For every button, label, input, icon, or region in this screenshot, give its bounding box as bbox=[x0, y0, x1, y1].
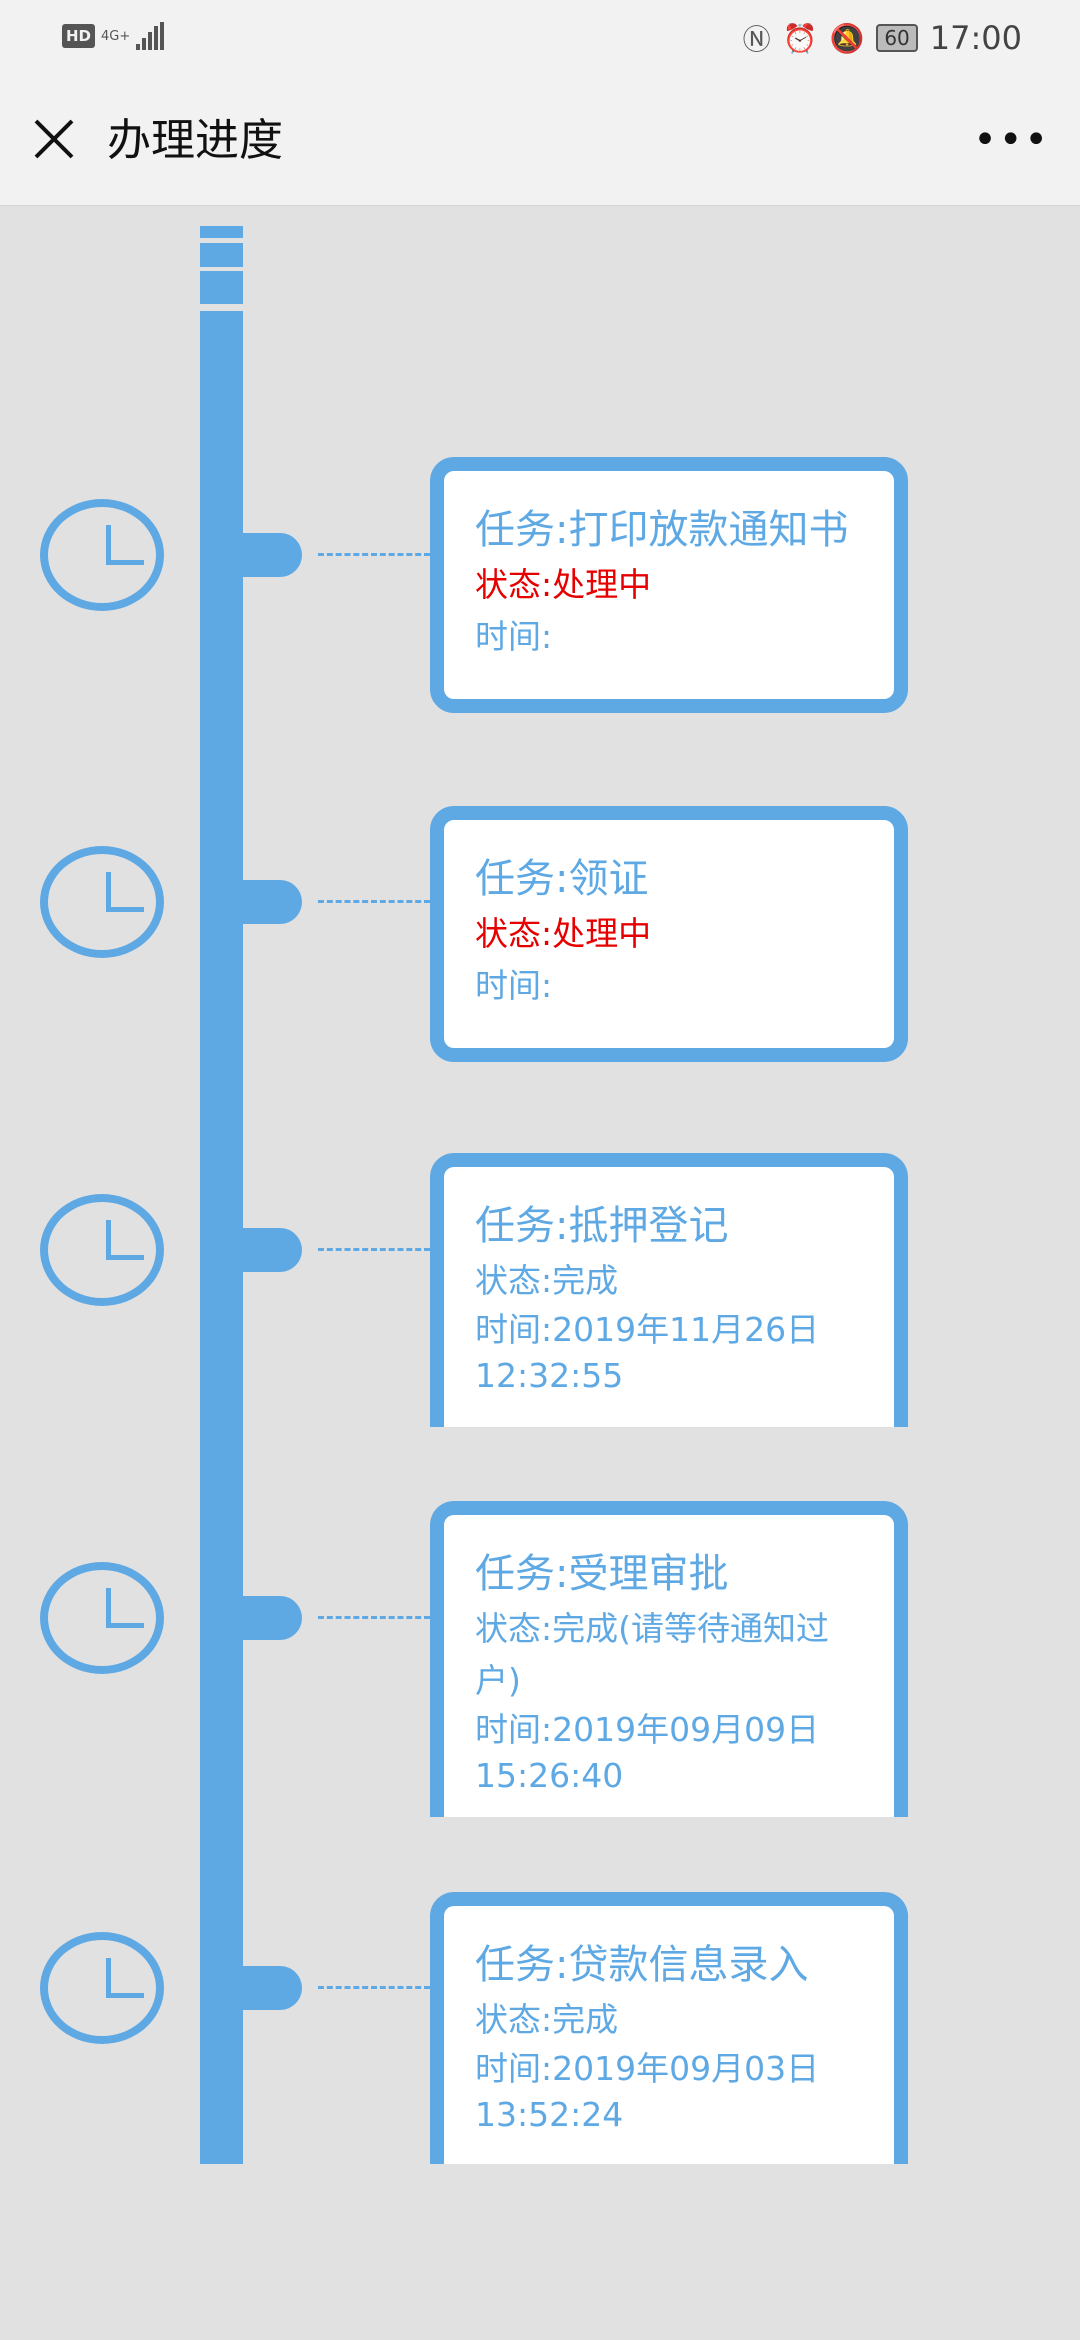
alarm-icon: ⏰ bbox=[782, 21, 818, 55]
task-card[interactable]: 任务:贷款信息录入 状态:完成 时间:2019年09月03日 13:52:24 bbox=[430, 1892, 908, 2164]
task-status: 状态:完成(请等待通知过户) bbox=[475, 1609, 829, 1700]
timeline-node bbox=[238, 880, 302, 924]
task-card[interactable]: 任务:领证 状态:处理中 时间: bbox=[430, 806, 908, 1062]
page-title: 办理进度 bbox=[107, 115, 283, 166]
task-name: 任务:打印放款通知书 bbox=[475, 507, 849, 553]
timeline-bar-segment bbox=[200, 243, 243, 267]
task-time: 时间:2019年09月03日 13:52:24 bbox=[475, 2049, 820, 2134]
task-name: 任务:贷款信息录入 bbox=[475, 1942, 809, 1988]
battery-icon: 60 bbox=[876, 24, 918, 52]
task-status: 状态:完成 bbox=[475, 2000, 619, 2039]
task-time: 时间:2019年11月26日 12:32:55 bbox=[475, 1310, 820, 1395]
task-name: 任务:抵押登记 bbox=[475, 1203, 729, 1249]
clock-icon bbox=[40, 499, 164, 611]
clock-icon bbox=[40, 1194, 164, 1306]
close-icon[interactable] bbox=[30, 115, 78, 163]
nav-bar: 办理进度 ••• bbox=[0, 75, 1080, 206]
connector-line bbox=[318, 900, 430, 903]
nfc-icon: Ⓝ bbox=[742, 23, 771, 56]
task-status: 状态:处理中 bbox=[475, 914, 652, 953]
status-bar: HD 4G+ Ⓝ ⏰ 🔕 60 17:00 bbox=[0, 0, 1080, 75]
timeline-node bbox=[238, 533, 302, 577]
connector-line bbox=[318, 1986, 430, 1989]
network-type: 4G+ bbox=[101, 28, 131, 44]
task-time: 时间:2019年09月09日 15:26:40 bbox=[475, 1710, 820, 1795]
mute-icon: 🔕 bbox=[829, 21, 865, 55]
timeline-node bbox=[238, 1966, 302, 2010]
task-status: 状态:处理中 bbox=[475, 565, 652, 604]
task-card[interactable]: 任务:受理审批 状态:完成(请等待通知过户) 时间:2019年09月09日 15… bbox=[430, 1501, 908, 1817]
timeline-node bbox=[238, 1228, 302, 1272]
connector-line bbox=[318, 1616, 430, 1619]
task-name: 任务:受理审批 bbox=[475, 1551, 729, 1597]
clock-icon bbox=[40, 1562, 164, 1674]
connector-line bbox=[318, 553, 430, 556]
timeline-bar bbox=[200, 311, 243, 2164]
connector-line bbox=[318, 1248, 430, 1251]
task-status: 状态:完成 bbox=[475, 1261, 619, 1300]
task-name: 任务:领证 bbox=[475, 856, 649, 902]
task-time: 时间: bbox=[475, 966, 553, 1005]
more-menu-icon[interactable]: ••• bbox=[973, 117, 1050, 163]
clock-icon bbox=[40, 846, 164, 958]
timeline-bar-segment bbox=[200, 226, 243, 238]
clock-time: 17:00 bbox=[929, 19, 1022, 57]
task-time: 时间: bbox=[475, 617, 553, 656]
clock-icon bbox=[40, 1932, 164, 2044]
timeline-node bbox=[238, 1596, 302, 1640]
signal-icon bbox=[136, 22, 165, 50]
hd-icon: HD bbox=[62, 24, 96, 48]
timeline-bar-segment bbox=[200, 271, 243, 304]
task-card[interactable]: 任务:打印放款通知书 状态:处理中 时间: bbox=[430, 457, 908, 713]
task-card[interactable]: 任务:抵押登记 状态:完成 时间:2019年11月26日 12:32:55 bbox=[430, 1153, 908, 1427]
